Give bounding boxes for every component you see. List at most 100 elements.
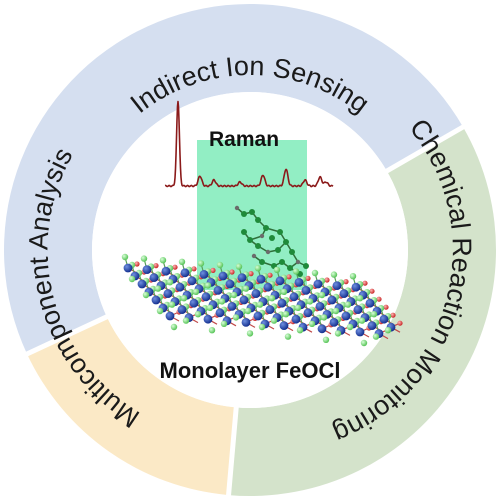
iron-atom [367, 321, 377, 330]
chlorine-atom [166, 279, 174, 286]
iron-atom [294, 278, 304, 287]
iron-atom [237, 273, 247, 282]
iron-atom [142, 265, 152, 274]
iron-atom [227, 302, 237, 311]
chlorine-atom [360, 339, 368, 347]
iron-atom [301, 286, 311, 295]
chlorine-atom [216, 261, 224, 269]
chlorine-atom [197, 260, 205, 267]
chlorine-atom [282, 311, 290, 318]
chlorine-atom [142, 291, 150, 299]
segment-left [27, 316, 237, 496]
iron-atom [177, 305, 187, 314]
chlorine-atom [349, 273, 357, 280]
oxygen-atom [210, 267, 216, 273]
chlorine-atom [311, 269, 319, 277]
oxygen-atom [172, 264, 178, 270]
iron-atom [163, 289, 173, 298]
chlorine-atom [318, 291, 326, 299]
chlorine-atom [330, 271, 338, 278]
molecule-atom [255, 243, 261, 249]
chlorine-atom [370, 311, 378, 318]
iron-atom [218, 271, 228, 281]
chlorine-atom [332, 307, 340, 315]
molecule-atom [249, 209, 255, 215]
chlorine-atom [308, 320, 316, 327]
iron-atom [275, 276, 285, 286]
oxygen-atom [248, 271, 254, 277]
iron-atom [332, 281, 342, 290]
molecule-atom [275, 247, 281, 253]
chlorine-atom [320, 314, 328, 321]
molecule-atom [255, 217, 261, 223]
molecule-atom [295, 259, 301, 265]
chlorine-atom [384, 327, 392, 334]
chlorine-atom [372, 333, 380, 340]
oxygen-atom [324, 277, 330, 283]
chlorine-atom [322, 336, 330, 343]
iron-atom [149, 273, 159, 282]
iron-atom [175, 282, 185, 292]
iron-atom [241, 318, 251, 327]
iron-atom [203, 314, 213, 324]
chlorine-atom [268, 295, 276, 302]
iron-atom [225, 279, 235, 289]
chlorine-atom [280, 288, 288, 295]
raman-label: Raman [209, 128, 279, 151]
iron-atom [265, 305, 275, 314]
oxygen-atom [191, 266, 197, 272]
iron-atom [239, 295, 249, 305]
chlorine-atom [273, 266, 281, 273]
chlorine-atom [356, 295, 364, 302]
chlorine-atom [230, 291, 238, 299]
chlorine-atom [296, 327, 304, 334]
molecule-atom [247, 237, 253, 243]
molecule-atom [251, 253, 257, 259]
molecule-atom [279, 259, 285, 265]
chlorine-atom [358, 317, 366, 324]
chlorine-atom [270, 317, 278, 324]
segment-top [4, 4, 464, 354]
iron-atom [213, 286, 223, 295]
iron-atom [279, 321, 289, 330]
iron-atom [251, 289, 261, 298]
iron-atom [215, 308, 225, 318]
iron-atom [201, 292, 211, 302]
oxygen-atom [134, 261, 140, 267]
segment-separators [22, 122, 468, 500]
iron-atom [353, 305, 363, 314]
iron-atom [256, 274, 266, 284]
chlorine-atom [170, 323, 178, 331]
oxygen-atom [229, 269, 235, 275]
iron-atom [315, 302, 325, 311]
feocl-monolayer-lattice [121, 253, 403, 347]
iron-atom [327, 295, 337, 305]
iron-atom [351, 282, 361, 292]
segment-right [228, 127, 496, 496]
oxygen-atom [369, 288, 375, 294]
chlorine-atom [306, 298, 314, 305]
iron-atom [313, 279, 323, 289]
segment-separator [383, 122, 468, 175]
oxygen-atom [383, 304, 389, 310]
segment-separator [225, 405, 239, 500]
iron-atom [303, 308, 313, 318]
oxygen-atom [376, 296, 382, 302]
molecule-atom [289, 249, 295, 255]
molecule-atom [259, 259, 265, 265]
iron-atom [291, 314, 301, 324]
iron-atom [379, 314, 389, 324]
chlorine-atom [256, 301, 264, 308]
chlorine-atom [156, 307, 164, 315]
oxygen-atom [286, 274, 292, 280]
molecule-atom [283, 239, 289, 245]
monolayer-feocl-label: Monolayer FeOCl [160, 358, 341, 383]
chlorine-atom [159, 257, 167, 264]
iron-atom [341, 311, 351, 321]
chlorine-atom [242, 285, 250, 292]
chlorine-atom [180, 295, 188, 302]
raman-spectrum-line [164, 100, 334, 188]
molecule-atom [303, 263, 309, 269]
chlorine-atom [121, 253, 129, 261]
